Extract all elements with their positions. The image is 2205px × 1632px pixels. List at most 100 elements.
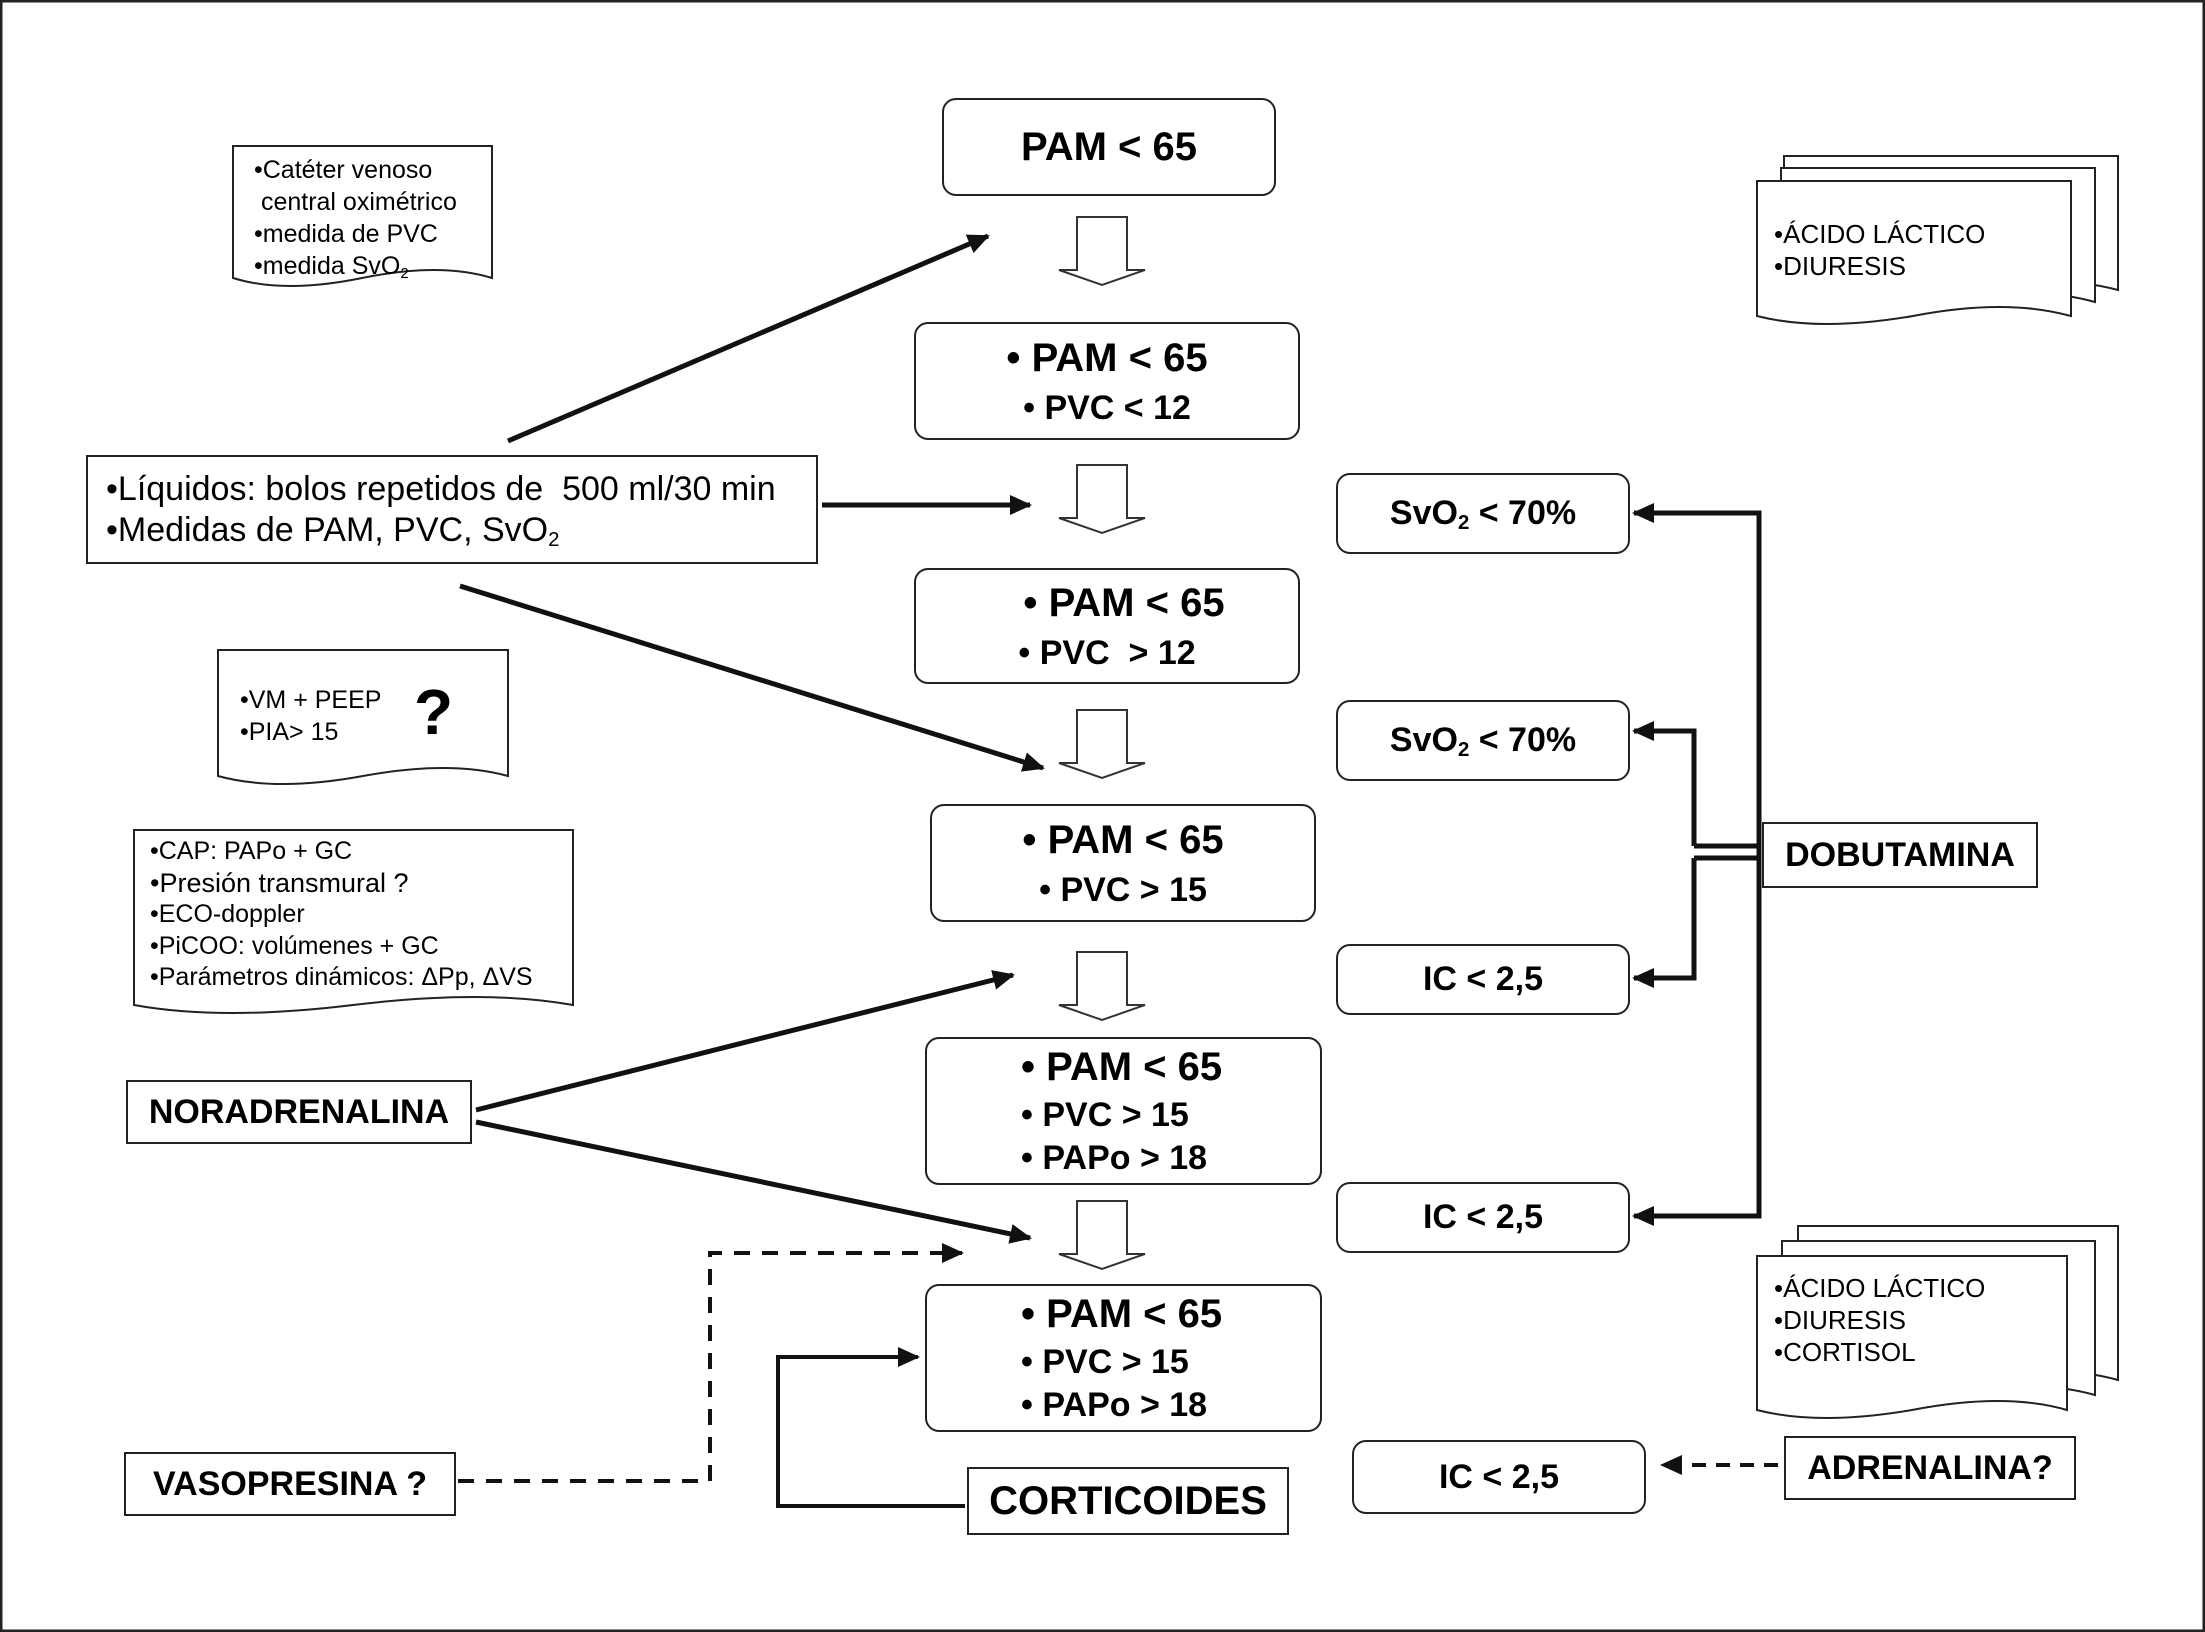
liquidos-line-1: •Líquidos: bolos repetidos de 500 ml/30 … <box>106 469 776 508</box>
target-svo2-1: SvO2 < 70% <box>1336 473 1630 554</box>
svo2-threshold: < 70% <box>1469 721 1577 760</box>
corticoides-label: CORTICOIDES <box>989 1479 1267 1523</box>
bullet: • <box>1006 335 1021 380</box>
svo2-threshold: < 70% <box>1469 494 1577 533</box>
arrow-liquidos-up <box>507 233 990 444</box>
arrow-dobutamina-svo2-1 <box>1632 503 1762 840</box>
vasopresina-box: VASOPRESINA ? <box>124 1452 456 1516</box>
subscript: 2 <box>1457 512 1470 535</box>
subscript: 2 <box>548 528 560 551</box>
flow-step-5: • PAM < 65 • PVC > 15 • PAPo > 18 <box>925 1037 1322 1185</box>
down-arrow-5 <box>1058 1200 1146 1271</box>
flow-step-2: • PAM < 65 • PVC < 12 <box>914 322 1300 440</box>
liquidos-line-2: •Medidas de PAM, PVC, SvO <box>106 510 549 549</box>
labs-line: •ÁCIDO LÁCTICO <box>1774 1273 1986 1303</box>
bullet: • <box>1021 1292 1036 1337</box>
target-svo2-2: SvO2 < 70% <box>1336 700 1630 781</box>
bullet: • <box>1021 1139 1033 1177</box>
question-mark: ? <box>414 676 454 748</box>
liquidos-box: •Líquidos: bolos repetidos de 500 ml/30 … <box>86 455 818 564</box>
note-vm-line: •VM + PEEP <box>240 686 382 714</box>
adrenalina-box: ADRENALINA? <box>1784 1436 2076 1500</box>
labs-bottom-stack <box>1756 1225 2119 1419</box>
target-ic-1: IC < 2,5 <box>1336 944 1630 1015</box>
arrow-dobutamina-ic-2 <box>1632 840 1762 1226</box>
note-cap: •CAP: PAPo + GC •Presión transmural ? •E… <box>150 836 533 994</box>
bullet: • <box>1023 388 1035 427</box>
vasopresina-label: VASOPRESINA ? <box>153 1464 427 1503</box>
down-arrow-2 <box>1058 464 1146 535</box>
bullet: • <box>1021 1386 1033 1424</box>
arrow-noradrenalina-down <box>475 1119 1032 1244</box>
note-vm-line: •PIA> 15 <box>240 718 339 746</box>
arrow-dobutamina-ic-1 <box>1632 858 1697 988</box>
target-ic-3: IC < 2,5 <box>1352 1440 1646 1514</box>
bullet: • <box>1023 580 1038 625</box>
bullet: • <box>1018 633 1031 672</box>
step5-pam: PAM < 65 <box>1046 1045 1223 1090</box>
labs-bottom-text: •ÁCIDO LÁCTICO •DIURESIS •CORTISOL <box>1774 1272 1985 1368</box>
bullet: • <box>1022 817 1037 862</box>
step6-pam: PAM < 65 <box>1046 1292 1223 1337</box>
labs-line: •ÁCIDO LÁCTICO <box>1774 219 1986 249</box>
note-cateter-line: •medida SvO2 <box>254 250 457 282</box>
svo2-label: SvO <box>1389 494 1458 533</box>
note-cateter-line: •Catéter venoso <box>254 156 433 184</box>
ic-label: IC < 2,5 <box>1422 1198 1543 1237</box>
labs-line: •CORTISOL <box>1774 1337 1916 1367</box>
step5-pvc: PVC > 15 <box>1042 1096 1189 1135</box>
down-arrow-3 <box>1058 709 1146 780</box>
arrow-noradrenalina-up <box>475 970 1015 1113</box>
note-cap-line: •Parámetros dinámicos: ΔPp, ΔVS <box>150 963 533 991</box>
flow-step-1: PAM < 65 <box>942 98 1276 196</box>
noradrenalina-box: NORADRENALINA <box>126 1080 472 1144</box>
flow-step-3: • PAM < 65 • PVC > 12 <box>914 568 1300 684</box>
note-cap-shape <box>133 829 574 1014</box>
corticoides-box: CORTICOIDES <box>967 1467 1289 1535</box>
labs-line: •DIURESIS <box>1774 251 1906 281</box>
bullet: • <box>1021 1343 1033 1382</box>
note-cateter: •Catéter venoso central oximétrico •medi… <box>254 154 457 282</box>
step3-pam: PAM < 65 <box>1048 580 1225 625</box>
note-cap-line: •PiCOO: volúmenes + GC <box>150 931 439 960</box>
note-cap-line: •Presión transmural ? <box>150 867 409 898</box>
note-cateter-line: •medida de PVC <box>254 220 438 248</box>
ic-label: IC < 2,5 <box>1422 960 1543 999</box>
bullet: • <box>1039 870 1051 909</box>
note-cap-line: •ECO-doppler <box>150 900 305 928</box>
noradrenalina-label: NORADRENALINA <box>148 1092 450 1131</box>
step3-pvc: PVC > 12 <box>1039 633 1196 672</box>
note-cateter-line: central oximétrico <box>254 188 457 216</box>
bullet: • <box>1021 1045 1036 1090</box>
step6-pvc: PVC > 15 <box>1042 1343 1189 1382</box>
arrow-corticoides <box>776 1347 965 1508</box>
step4-pam: PAM < 65 <box>1047 817 1224 862</box>
note-cateter-shape <box>232 145 493 287</box>
arrow-vasopresina <box>458 1243 964 1483</box>
subscript: 2 <box>1457 739 1470 762</box>
subscript: 2 <box>400 264 409 282</box>
step4-pvc: PVC > 15 <box>1060 870 1207 909</box>
arrow-liquidos-down <box>459 583 1045 772</box>
step2-pvc: PVC < 12 <box>1044 388 1191 427</box>
dobutamina-label: DOBUTAMINA <box>1785 835 2015 874</box>
flow-step-4: • PAM < 65 • PVC > 15 <box>930 804 1316 922</box>
target-ic-2: IC < 2,5 <box>1336 1182 1630 1253</box>
adrenalina-label: ADRENALINA? <box>1807 1448 2053 1487</box>
svo2-label: SvO <box>1389 721 1458 760</box>
ic-label: IC < 2,5 <box>1438 1457 1559 1496</box>
down-arrow-1 <box>1058 216 1146 287</box>
note-vm: •VM + PEEP •PIA> 15 <box>240 684 381 748</box>
step5-papo: PAPo > 18 <box>1042 1139 1208 1177</box>
bullet: • <box>1021 1096 1033 1135</box>
arrow-dobutamina-svo2-2 <box>1632 721 1697 846</box>
step1-pam: PAM < 65 <box>1021 125 1197 169</box>
flow-step-6: • PAM < 65 • PVC > 15 • PAPo > 18 <box>925 1284 1322 1432</box>
note-vm-shape <box>217 649 509 785</box>
note-cateter-svo: •medida SvO <box>254 252 401 280</box>
step2-pam: PAM < 65 <box>1031 335 1208 380</box>
labs-top-stack <box>1756 155 2119 325</box>
note-cap-line: •CAP: PAPo + GC <box>150 837 353 865</box>
